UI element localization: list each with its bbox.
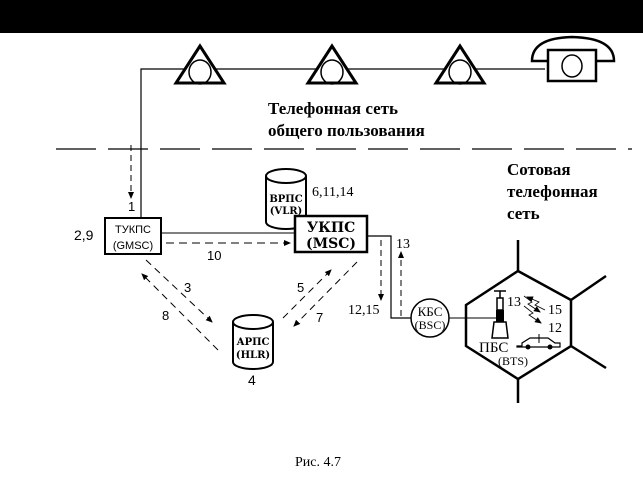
step-label: 10 [207, 248, 221, 263]
signal-arrow [145, 259, 213, 323]
cellular-label: сеть [507, 204, 540, 223]
pstn-label: общего пользования [268, 121, 425, 140]
step-label: 5 [297, 280, 304, 295]
pstn-line [140, 68, 545, 220]
hlr-name: АРПС [236, 337, 269, 348]
car-icon [516, 334, 561, 350]
signal-arrow [141, 273, 219, 351]
step-label: 13 [396, 237, 410, 252]
gmsc-node: ТУКПС (GMSC) [104, 217, 162, 255]
bsc-name: КБС [418, 304, 443, 319]
signal-arrow [293, 261, 358, 327]
step-label: 1 [128, 199, 135, 214]
cellular-label: телефонная [507, 182, 598, 201]
gmsc-abbr: (GMSC) [113, 240, 153, 252]
msc-abbr: (MSC) [306, 236, 356, 252]
bsc-node: КБС (BSC) [410, 298, 450, 338]
pstn-exchange-icon [305, 43, 359, 85]
top-black-bar [0, 0, 643, 33]
step-label: 8 [162, 308, 169, 323]
radio-wave-icon [523, 295, 546, 324]
msc-node: УКПС (MSC) [293, 214, 369, 254]
signal-arrow [282, 269, 332, 319]
cellular-label: Сотовая [507, 160, 571, 179]
step-label: 12,15 [348, 303, 380, 318]
bts-name: ПБС [479, 340, 508, 356]
hlr-database: АРПС (HLR) [232, 314, 274, 370]
gmsc-name: ТУКПС [115, 224, 151, 236]
step-label: 15 [548, 303, 562, 318]
link-line [367, 235, 413, 319]
step-label: 4 [248, 372, 256, 388]
vlr-abbr: (VLR) [270, 206, 303, 217]
hlr-abbr: (HLR) [236, 350, 270, 361]
step-label: 13 [507, 295, 521, 310]
bsc-abbr: (BSC) [415, 318, 446, 332]
cell-hexagon [464, 240, 607, 403]
figure-caption: Рис. 4.7 [295, 455, 341, 470]
step-label: 2,9 [74, 227, 94, 243]
antenna-tower-icon [491, 290, 509, 339]
step-label: 7 [316, 310, 323, 325]
step-label: 12 [548, 321, 562, 336]
pstn-label: Телефонная сеть [268, 99, 398, 118]
pstn-exchange-icon [433, 43, 487, 85]
step-label: 6,11,14 [312, 185, 353, 200]
step-label: 3 [184, 280, 191, 295]
msc-name: УКПС [307, 220, 355, 236]
vlr-name: ВРПС [269, 194, 302, 205]
pstn-exchange-icon [173, 43, 227, 85]
telephone-icon [530, 35, 616, 83]
bts-abbr: (BTS) [498, 354, 528, 368]
